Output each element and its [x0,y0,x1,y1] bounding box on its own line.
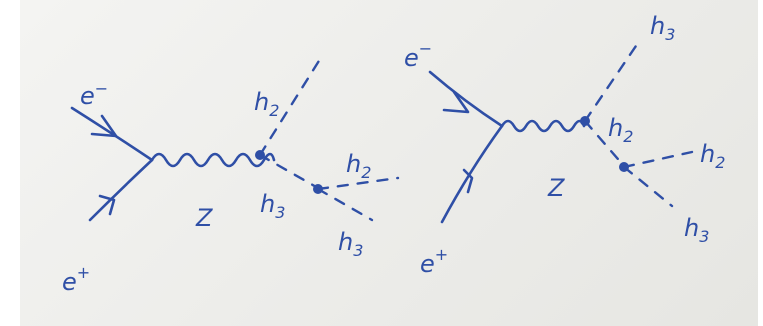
right-h3-top-sub: 3 [665,25,675,44]
left-positron-label: e+ [62,263,90,296]
left-positron-line [88,158,154,222]
left-h2-upper-base: h [254,88,269,116]
right-dash-h3-out [622,165,674,208]
left-electron-arrow [90,114,118,138]
left-h2-upper-label: h2 [254,88,279,120]
right-dash-h2 [583,119,626,168]
right-h2-out-base: h [700,140,715,168]
right-h2-out-label: h2 [700,140,725,172]
right-h2-mid-base: h [608,114,623,142]
left-h3-out-base: h [338,228,353,256]
left-positron-symbol: e [62,268,77,296]
right-h3-out-sub: 3 [699,227,709,246]
right-electron-charge: − [419,39,432,58]
right-h3-top-base: h [650,12,665,40]
left-h3-lower-base: h [260,190,275,218]
right-h2-mid-sub: 2 [623,127,633,146]
right-positron-line [440,124,504,224]
left-h2-out-sub: 2 [361,163,371,182]
left-electron-charge: − [95,79,108,98]
left-h3-lower-label: h3 [260,190,285,222]
right-positron-charge: + [435,245,448,264]
right-z-propagator [500,119,586,133]
left-h3-out-label: h3 [338,228,363,260]
left-h2-out-label: h2 [346,150,371,182]
right-h2-out-sub: 2 [715,153,725,172]
right-positron-symbol: e [420,250,435,278]
right-z-label: Z [547,174,565,202]
left-positron-arrow [98,194,116,216]
left-electron-line [70,106,154,162]
right-dash-h3-up [583,38,642,123]
left-dash-h2-out [316,176,400,191]
right-positron-arrow [462,168,474,194]
right-h3-top-label: h3 [650,12,675,44]
right-electron-line [428,70,504,128]
left-z-label: Z [195,204,213,232]
left-dash-h3 [258,153,320,190]
right-h3-out-base: h [684,214,699,242]
left-dash-h3-out [316,187,374,222]
left-diagram [70,54,400,222]
paper-sheet [20,0,758,326]
left-h2-out-base: h [346,150,361,178]
left-h2-upper-sub: 2 [269,101,279,120]
left-electron-label: e− [80,79,108,110]
right-electron-label: e− [404,39,432,72]
right-electron-arrow [442,90,470,114]
left-positron-charge: + [77,263,90,282]
right-dash-h2-out [622,150,694,169]
left-electron-symbol: e [80,82,95,110]
left-z-propagator [150,152,276,168]
right-electron-symbol: e [404,44,419,72]
right-diagram [428,38,694,224]
left-dash-h2-up [258,54,324,157]
right-h3-out-label: h3 [684,214,709,246]
left-h3-out-sub: 3 [353,241,363,260]
right-h2-mid-label: h2 [608,114,633,146]
right-positron-label: e+ [420,245,448,278]
left-h3-lower-sub: 3 [275,203,285,222]
